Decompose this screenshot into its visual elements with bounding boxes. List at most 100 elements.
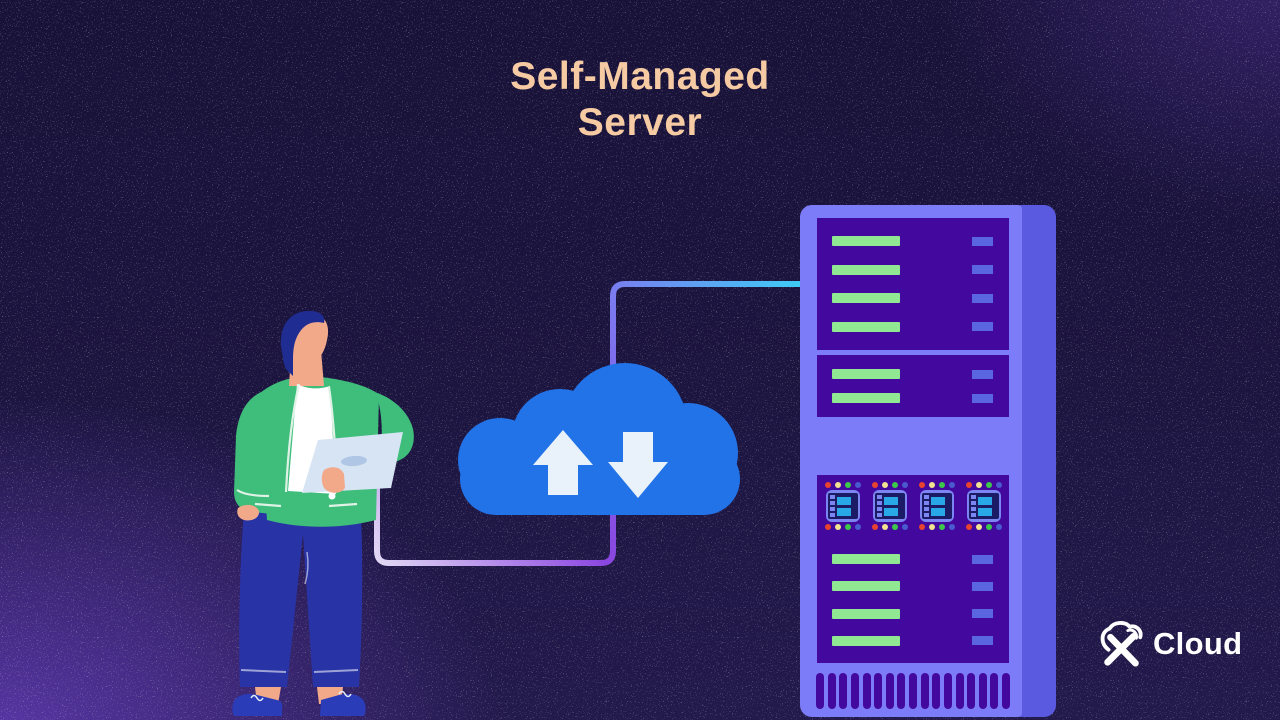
led-dot — [965, 482, 972, 488]
led-dot — [928, 482, 935, 488]
processor-chip — [824, 482, 861, 530]
jacket-button — [328, 492, 336, 500]
vent-slot — [932, 673, 941, 709]
vent-slot — [862, 673, 871, 709]
status-row — [817, 369, 1009, 379]
blue-port-tab — [972, 636, 993, 646]
led-dot — [891, 482, 898, 488]
led-dot-row — [918, 524, 955, 530]
chip-inner — [921, 493, 952, 519]
led-dot — [854, 524, 861, 530]
cloud-shape — [458, 363, 740, 515]
chip-pin — [970, 507, 976, 511]
shoe-laces — [250, 690, 352, 702]
chip-slab — [930, 507, 945, 516]
brand-name: Cloud — [1153, 626, 1243, 661]
green-indicator-bar — [832, 635, 900, 646]
processor-chip — [965, 482, 1002, 530]
chip-pin — [970, 513, 976, 517]
status-row — [817, 293, 1009, 304]
server-panel-middle — [817, 355, 1009, 417]
led-dot — [918, 524, 925, 530]
led-dot — [844, 524, 851, 530]
upload-arrow-icon — [533, 430, 593, 495]
processor-chip — [918, 482, 955, 530]
chip-slab — [883, 507, 898, 516]
green-indicator-bar — [832, 581, 900, 592]
led-dot — [824, 482, 831, 488]
chip-inner — [827, 493, 858, 519]
led-dot — [901, 524, 908, 530]
hair — [280, 310, 325, 376]
chip-slab — [977, 507, 992, 516]
chip-body — [825, 490, 860, 522]
chip-slab — [977, 496, 992, 505]
vent-slot — [839, 673, 848, 709]
title-line-1: Self-Managed — [510, 55, 770, 98]
chip-pin — [876, 501, 882, 505]
led-dot — [844, 482, 851, 488]
vent-slot — [967, 673, 976, 709]
chip-body — [966, 490, 1001, 522]
chip-strip — [817, 475, 1009, 537]
chip-pin — [876, 507, 882, 511]
title-line-2: Server — [577, 101, 703, 144]
vent-slot — [978, 673, 987, 709]
led-dot — [881, 524, 888, 530]
vent-slot — [990, 673, 999, 709]
vent-slot — [955, 673, 964, 709]
chip-pin — [829, 501, 835, 505]
green-indicator-bar — [832, 293, 900, 304]
chip-slab — [836, 496, 851, 505]
vent-slot — [827, 673, 836, 709]
led-dot-row — [871, 482, 908, 488]
led-dot — [995, 482, 1002, 488]
led-dot — [824, 524, 831, 530]
chip-pin — [829, 507, 835, 511]
status-row — [817, 581, 1009, 592]
cloud-sync-icon — [458, 363, 740, 515]
vent-slot — [920, 673, 929, 709]
led-dot-row — [965, 482, 1002, 488]
green-indicator-bar — [832, 369, 900, 379]
led-dot — [871, 524, 878, 530]
vent-slot — [909, 673, 917, 709]
status-row — [817, 554, 1009, 565]
green-indicator-bar — [832, 608, 900, 619]
chip-slab — [836, 507, 851, 516]
hands — [237, 467, 345, 521]
vent-slot — [897, 673, 906, 709]
led-dot-row — [871, 524, 908, 530]
chip-pin — [923, 507, 929, 511]
led-dot-row — [824, 482, 861, 488]
download-arrow-icon — [608, 432, 668, 498]
led-dot — [834, 524, 841, 530]
blue-port-tab — [972, 265, 993, 275]
led-dot-row — [965, 524, 1002, 530]
chip-body — [872, 490, 907, 522]
led-dot — [891, 524, 898, 530]
chip-pin — [829, 513, 835, 517]
led-dot — [975, 482, 982, 488]
blue-port-tab — [972, 369, 993, 379]
led-dot — [985, 524, 992, 530]
blue-port-tab — [972, 293, 993, 303]
status-row — [817, 393, 1009, 403]
page-title: Self-Managed Server — [0, 54, 1280, 146]
led-dot — [965, 524, 972, 530]
vent-slot — [816, 673, 824, 709]
green-indicator-bar — [832, 554, 900, 565]
x-cloud-logo-icon — [1100, 621, 1143, 667]
person-illustration — [232, 310, 414, 716]
server-panel-top — [817, 218, 1009, 350]
green-indicator-bar — [832, 393, 900, 403]
blue-port-tab — [972, 554, 993, 564]
connector-path — [374, 281, 802, 566]
processor-chip — [871, 482, 908, 530]
blue-port-tab — [972, 322, 993, 332]
led-dot — [938, 524, 945, 530]
led-dot — [881, 482, 888, 488]
status-row — [817, 236, 1009, 247]
led-dot — [938, 482, 945, 488]
